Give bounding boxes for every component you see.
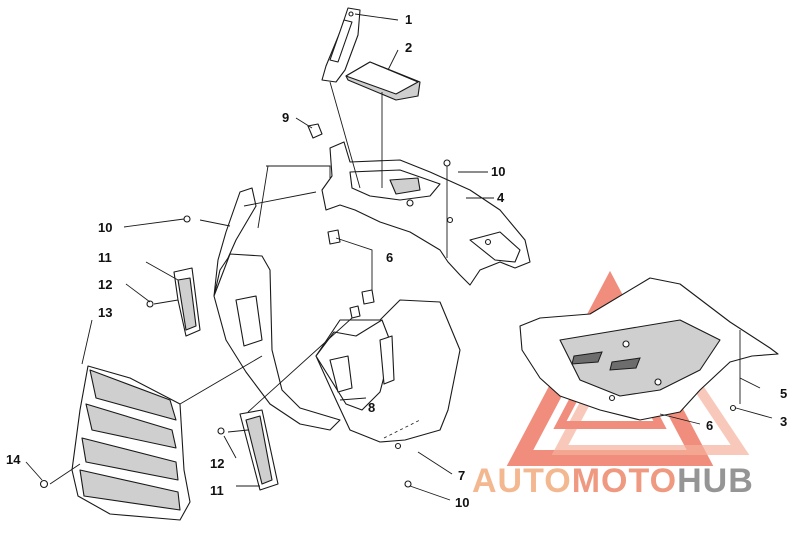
part-1-strap [321,7,361,83]
part-14-screw [39,479,49,489]
part-2-pad [345,61,421,101]
watermark-text: AUTOMOTOHUB [472,462,754,500]
callout-8: 8 [368,400,375,415]
callout-6-lower: 6 [706,418,713,433]
part-7-clip [394,442,412,488]
watermark-moto: MOTO [572,462,677,500]
callout-4: 4 [497,190,505,205]
part-13-grille [71,365,191,521]
callout-11-upper: 11 [98,250,112,265]
svg-text:AUTOMOTOHUB: AUTOMOTOHUB [472,462,754,500]
callout-2: 2 [405,40,412,55]
part-12-lower-screw [217,427,225,435]
callout-12-upper: 12 [98,277,112,292]
callout-14: 14 [6,452,21,467]
callout-7: 7 [458,468,465,483]
callout-9: 9 [282,110,289,125]
part-8-front-bezel [315,299,461,443]
part-12-upper-screw [146,300,154,308]
watermark-hub: HUB [677,462,754,500]
left-side-panel [213,187,341,431]
watermark-auto: AUTO [472,462,572,500]
callout-11-lower: 11 [210,483,224,498]
part-11-lower-bracket [239,409,279,491]
callout-10-left: 10 [98,220,112,235]
part-9-clip [307,123,323,139]
callout-13: 13 [98,305,112,320]
callout-6-upper: 6 [386,250,393,265]
part-6-clips [327,229,375,319]
leader-lines [25,13,773,501]
part-11-upper-bracket [173,267,201,337]
part-4-console [321,141,531,286]
callout-labels: 1 2 9 10 4 10 6 11 12 13 5 8 3 6 14 12 7… [6,12,787,510]
callout-12-lower: 12 [210,456,224,471]
part-3-screw [729,404,737,412]
part-5-belly-pan [519,277,779,421]
part-10-screw-left [183,215,191,223]
callout-5: 5 [780,386,787,401]
callout-10-top: 10 [491,164,505,179]
part-10-screw-top [443,159,451,258]
callout-10-bottom: 10 [455,495,469,510]
callout-3: 3 [780,414,787,429]
callout-1: 1 [405,12,412,27]
